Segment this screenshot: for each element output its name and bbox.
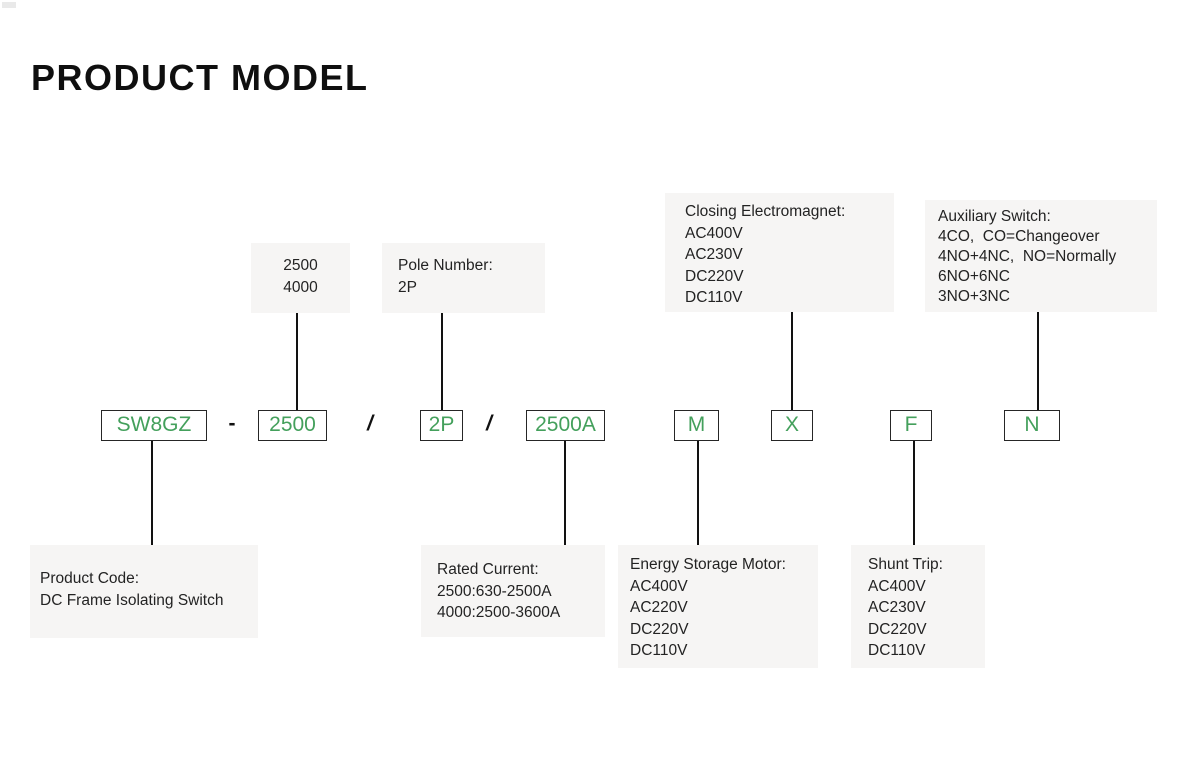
callout-line: DC110V — [685, 289, 743, 306]
callout-line: Rated Current: — [437, 561, 539, 578]
callout-auxiliary-switch: Auxiliary Switch: 4CO, CO=Changeover 4NO… — [925, 200, 1157, 312]
connector-line-closing-electromagnet — [791, 312, 793, 410]
corner-artifact — [2, 2, 16, 8]
callout-line: 6NO+6NC — [938, 268, 1010, 285]
code-segment-closing-electromagnet: X — [771, 410, 813, 441]
callout-energy-storage-motor: Energy Storage Motor: AC400V AC220V DC22… — [618, 545, 818, 668]
connector-line-auxiliary-switch — [1037, 312, 1039, 410]
connector-line-energy-storage-motor — [697, 441, 699, 545]
connector-line-shunt-trip — [913, 441, 915, 545]
callout-closing-electromagnet: Closing Electromagnet: AC400V AC230V DC2… — [665, 193, 894, 312]
callout-frame-sizes: 2500 4000 — [251, 243, 350, 313]
callout-line: Energy Storage Motor: — [630, 556, 786, 573]
code-separator-slash: / — [367, 412, 373, 435]
code-segment-frame-size: 2500 — [258, 410, 327, 441]
connector-line-frame-sizes — [296, 313, 298, 410]
page-title: PRODUCT MODEL — [31, 57, 369, 98]
callout-line: AC230V — [868, 599, 926, 616]
callout-line: Closing Electromagnet: — [685, 203, 846, 220]
callout-product-code: Product Code: DC Frame Isolating Switch — [30, 545, 258, 638]
code-segment-pole-number: 2P — [420, 410, 463, 441]
callout-line: 4CO, CO=Changeover — [938, 228, 1100, 245]
callout-line: DC Frame Isolating Switch — [40, 591, 224, 609]
connector-line-rated-current — [564, 441, 566, 545]
code-segment-energy-storage-motor: M — [674, 410, 719, 441]
callout-line: DC220V — [685, 267, 744, 285]
callout-shunt-trip: Shunt Trip: AC400V AC230V DC220V DC110V — [851, 545, 985, 668]
callout-line: 2P — [398, 278, 417, 296]
code-segment-series: SW8GZ — [101, 410, 207, 441]
code-segment-shunt-trip: F — [890, 410, 932, 441]
callout-line: Auxiliary Switch: — [938, 208, 1051, 225]
callout-line: 2500:630-2500A — [437, 582, 552, 600]
callout-line: 4000:2500-3600A — [437, 604, 561, 621]
callout-line: DC220V — [630, 620, 689, 638]
callout-line: 2500 — [283, 257, 318, 274]
code-segment-auxiliary-switch: N — [1004, 410, 1060, 441]
callout-line: AC400V — [685, 224, 743, 242]
callout-line: Pole Number: — [398, 257, 493, 274]
callout-line: DC220V — [868, 620, 927, 638]
callout-line: AC220V — [630, 599, 688, 616]
code-separator-slash: / — [486, 412, 492, 435]
connector-line-product-code — [151, 441, 153, 545]
callout-line: Product Code: — [40, 570, 140, 587]
connector-line-pole-number — [441, 313, 443, 410]
callout-line: AC230V — [685, 246, 743, 263]
callout-rated-current: Rated Current: 2500:630-2500A 4000:2500-… — [421, 545, 605, 637]
callout-line: DC110V — [630, 642, 688, 659]
callout-line: 4000 — [283, 278, 318, 296]
code-segment-rated-current: 2500A — [526, 410, 605, 441]
callout-line: Shunt Trip: — [868, 556, 943, 573]
code-separator-dash: - — [228, 412, 236, 435]
callout-line: AC400V — [868, 577, 926, 595]
callout-line: AC400V — [630, 577, 688, 595]
callout-line: 3NO+3NC — [938, 288, 1010, 305]
callout-line: DC110V — [868, 642, 926, 659]
callout-pole-number: Pole Number: 2P — [382, 243, 545, 313]
callout-line: 4NO+4NC, NO=Normally — [938, 248, 1117, 265]
